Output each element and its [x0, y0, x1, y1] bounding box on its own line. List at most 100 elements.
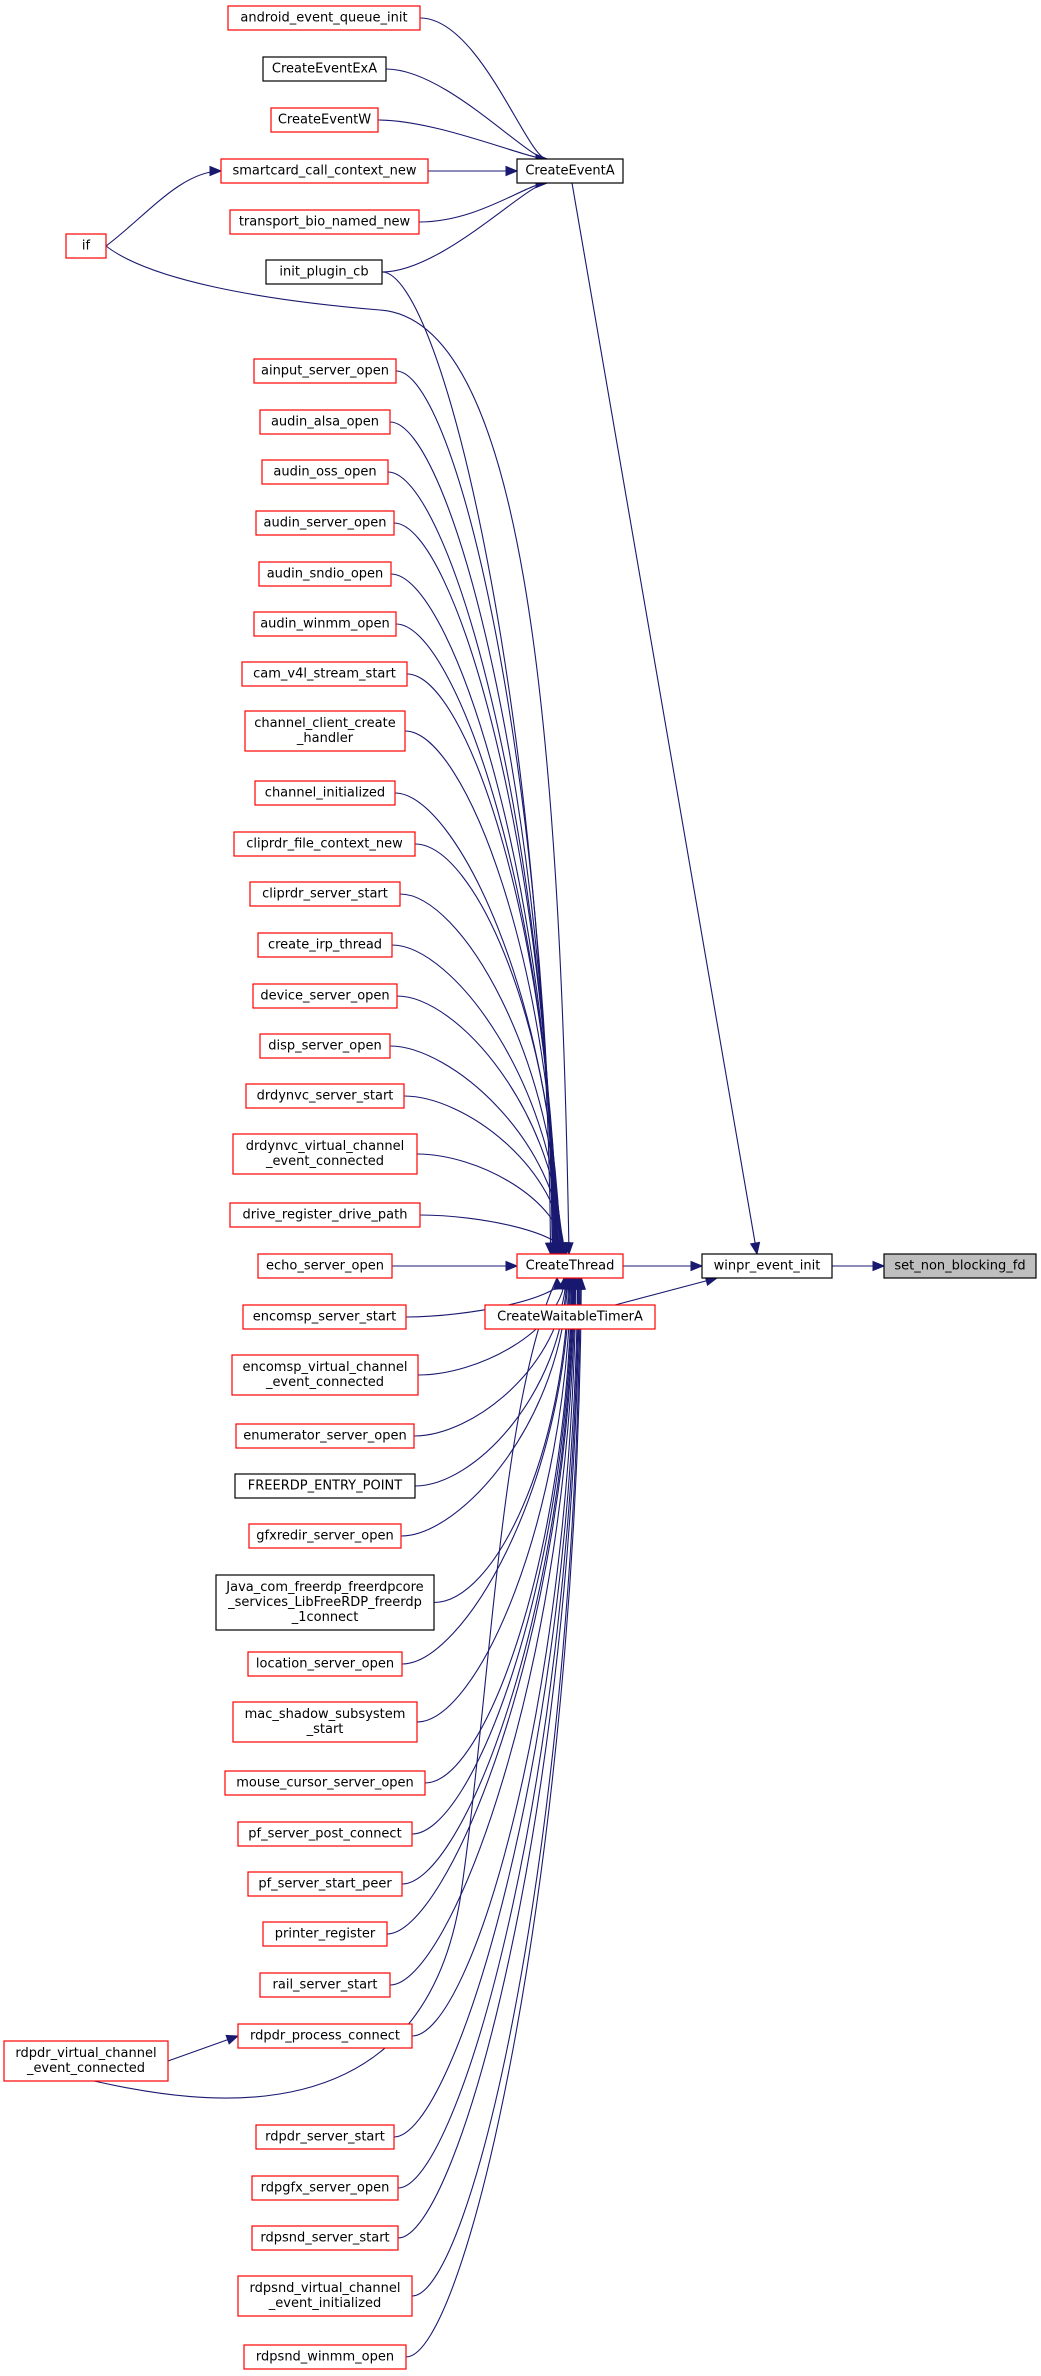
node-box-echo_server_open[interactable]	[257, 1253, 393, 1279]
node-audin_alsa_open[interactable]: audin_alsa_open	[259, 409, 391, 435]
node-CreateEventExA[interactable]: CreateEventExA	[262, 56, 387, 82]
node-CreateEventW[interactable]: CreateEventW	[270, 107, 379, 133]
node-transport_bio_named_new[interactable]: transport_bio_named_new	[229, 209, 420, 235]
node-encomsp_server_start[interactable]: encomsp_server_start	[242, 1304, 407, 1330]
node-box-init_plugin_cb[interactable]	[265, 259, 383, 285]
node-audin_oss_open[interactable]: audin_oss_open	[261, 459, 389, 485]
node-init_plugin_cb[interactable]: init_plugin_cb	[265, 259, 383, 285]
node-box-android_event_queue_init[interactable]	[227, 5, 421, 31]
node-box-winpr_event_init[interactable]	[701, 1253, 833, 1279]
node-encomsp_virtual_channel_event_connected[interactable]: encomsp_virtual_channel_event_connected	[231, 1354, 419, 1396]
node-box-location_server_open[interactable]	[247, 1651, 403, 1677]
node-audin_winmm_open[interactable]: audin_winmm_open	[253, 611, 397, 637]
node-box-mac_shadow_subsystem_start[interactable]	[232, 1701, 418, 1743]
node-location_server_open[interactable]: location_server_open	[247, 1651, 403, 1677]
node-audin_sndio_open[interactable]: audin_sndio_open	[258, 561, 392, 587]
node-box-printer_register[interactable]	[262, 1921, 388, 1947]
node-rdpsnd_virtual_channel_event_initialized[interactable]: rdpsnd_virtual_channel_event_initialized	[237, 2275, 413, 2317]
node-box-audin_winmm_open[interactable]	[253, 611, 397, 637]
node-create_irp_thread[interactable]: create_irp_thread	[257, 932, 393, 958]
node-gfxredir_server_open[interactable]: gfxredir_server_open	[248, 1523, 402, 1549]
node-FREERDP_ENTRY_POINT[interactable]: FREERDP_ENTRY_POINT	[234, 1473, 416, 1499]
node-android_event_queue_init[interactable]: android_event_queue_init	[227, 5, 421, 31]
node-box-pf_server_start_peer[interactable]	[247, 1871, 403, 1897]
node-CreateThread[interactable]: CreateThread	[516, 1253, 624, 1279]
node-pf_server_start_peer[interactable]: pf_server_start_peer	[247, 1871, 403, 1897]
node-box-gfxredir_server_open[interactable]	[248, 1523, 402, 1549]
node-box-rdpsnd_server_start[interactable]	[251, 2225, 399, 2251]
node-device_server_open[interactable]: device_server_open	[252, 983, 398, 1009]
node-rdpdr_virtual_channel_event_connected[interactable]: rdpdr_virtual_channel_event_connected	[3, 2040, 169, 2082]
node-box-set_non_blocking_fd[interactable]	[883, 1253, 1037, 1279]
node-box-disp_server_open[interactable]	[259, 1033, 391, 1059]
node-pf_server_post_connect[interactable]: pf_server_post_connect	[237, 1821, 413, 1847]
node-rdpdr_server_start[interactable]: rdpdr_server_start	[255, 2124, 395, 2150]
node-mac_shadow_subsystem_start[interactable]: mac_shadow_subsystem_start	[232, 1701, 418, 1743]
node-channel_client_create_handler[interactable]: channel_client_create_handler	[244, 710, 406, 752]
node-box-channel_initialized[interactable]	[254, 780, 396, 806]
node-box-audin_alsa_open[interactable]	[259, 409, 391, 435]
node-box-CreateThread[interactable]	[516, 1253, 624, 1279]
node-if[interactable]: if	[65, 233, 107, 259]
node-rdpdr_process_connect[interactable]: rdpdr_process_connect	[237, 2023, 413, 2049]
node-box-drdynvc_server_start[interactable]	[245, 1083, 405, 1109]
node-box-device_server_open[interactable]	[252, 983, 398, 1009]
node-box-drive_register_drive_path[interactable]	[229, 1202, 421, 1228]
node-disp_server_open[interactable]: disp_server_open	[259, 1033, 391, 1059]
node-box-enumerator_server_open[interactable]	[235, 1423, 415, 1449]
node-box-audin_oss_open[interactable]	[261, 459, 389, 485]
node-printer_register[interactable]: printer_register	[262, 1921, 388, 1947]
node-box-rdpdr_process_connect[interactable]	[237, 2023, 413, 2049]
node-box-FREERDP_ENTRY_POINT[interactable]	[234, 1473, 416, 1499]
node-drive_register_drive_path[interactable]: drive_register_drive_path	[229, 1202, 421, 1228]
node-box-audin_sndio_open[interactable]	[258, 561, 392, 587]
node-box-create_irp_thread[interactable]	[257, 932, 393, 958]
node-box-CreateEventA[interactable]	[516, 158, 624, 184]
node-box-rdpsnd_virtual_channel_event_initialized[interactable]	[237, 2275, 413, 2317]
node-box-encomsp_virtual_channel_event_connected[interactable]	[231, 1354, 419, 1396]
node-enumerator_server_open[interactable]: enumerator_server_open	[235, 1423, 415, 1449]
node-box-transport_bio_named_new[interactable]	[229, 209, 420, 235]
node-mouse_cursor_server_open[interactable]: mouse_cursor_server_open	[224, 1770, 426, 1796]
node-box-mouse_cursor_server_open[interactable]	[224, 1770, 426, 1796]
node-box-cliprdr_server_start[interactable]	[249, 881, 401, 907]
node-CreateEventA[interactable]: CreateEventA	[516, 158, 624, 184]
node-box-rdpdr_virtual_channel_event_connected[interactable]	[3, 2040, 169, 2082]
node-echo_server_open[interactable]: echo_server_open	[257, 1253, 393, 1279]
node-channel_initialized[interactable]: channel_initialized	[254, 780, 396, 806]
node-box-rdpgfx_server_open[interactable]	[251, 2175, 399, 2201]
node-rail_server_start[interactable]: rail_server_start	[259, 1972, 391, 1998]
node-rdpsnd_winmm_open[interactable]: rdpsnd_winmm_open	[243, 2344, 407, 2370]
node-ainput_server_open[interactable]: ainput_server_open	[253, 358, 397, 384]
node-box-encomsp_server_start[interactable]	[242, 1304, 407, 1330]
node-rdpgfx_server_open[interactable]: rdpgfx_server_open	[251, 2175, 399, 2201]
node-box-rdpsnd_winmm_open[interactable]	[243, 2344, 407, 2370]
node-cliprdr_server_start[interactable]: cliprdr_server_start	[249, 881, 401, 907]
node-CreateWaitableTimerA[interactable]: CreateWaitableTimerA	[484, 1304, 656, 1330]
node-box-CreateWaitableTimerA[interactable]	[484, 1304, 656, 1330]
node-box-channel_client_create_handler[interactable]	[244, 710, 406, 752]
node-cam_v4l_stream_start[interactable]: cam_v4l_stream_start	[241, 661, 408, 687]
node-box-CreateEventW[interactable]	[270, 107, 379, 133]
node-box-drdynvc_virtual_channel_event_connected[interactable]	[232, 1133, 418, 1175]
node-box-cam_v4l_stream_start[interactable]	[241, 661, 408, 687]
node-box-rdpdr_server_start[interactable]	[255, 2124, 395, 2150]
node-drdynvc_virtual_channel_event_connected[interactable]: drdynvc_virtual_channel_event_connected	[232, 1133, 418, 1175]
node-cliprdr_file_context_new[interactable]: cliprdr_file_context_new	[233, 831, 416, 857]
node-winpr_event_init[interactable]: winpr_event_init	[701, 1253, 833, 1279]
node-set_non_blocking_fd[interactable]: set_non_blocking_fd	[883, 1253, 1037, 1279]
node-box-smartcard_call_context_new[interactable]	[220, 158, 429, 184]
node-box-Java_com_freerdp[interactable]	[215, 1574, 435, 1631]
node-rdpsnd_server_start[interactable]: rdpsnd_server_start	[251, 2225, 399, 2251]
node-box-rail_server_start[interactable]	[259, 1972, 391, 1998]
node-box-cliprdr_file_context_new[interactable]	[233, 831, 416, 857]
node-smartcard_call_context_new[interactable]: smartcard_call_context_new	[220, 158, 429, 184]
node-box-audin_server_open[interactable]	[255, 510, 395, 536]
node-audin_server_open[interactable]: audin_server_open	[255, 510, 395, 536]
node-box-CreateEventExA[interactable]	[262, 56, 387, 82]
node-drdynvc_server_start[interactable]: drdynvc_server_start	[245, 1083, 405, 1109]
node-Java_com_freerdp[interactable]: Java_com_freerdp_freerdpcore_services_Li…	[215, 1574, 435, 1631]
node-box-if[interactable]	[65, 233, 107, 259]
node-box-ainput_server_open[interactable]	[253, 358, 397, 384]
node-box-pf_server_post_connect[interactable]	[237, 1821, 413, 1847]
